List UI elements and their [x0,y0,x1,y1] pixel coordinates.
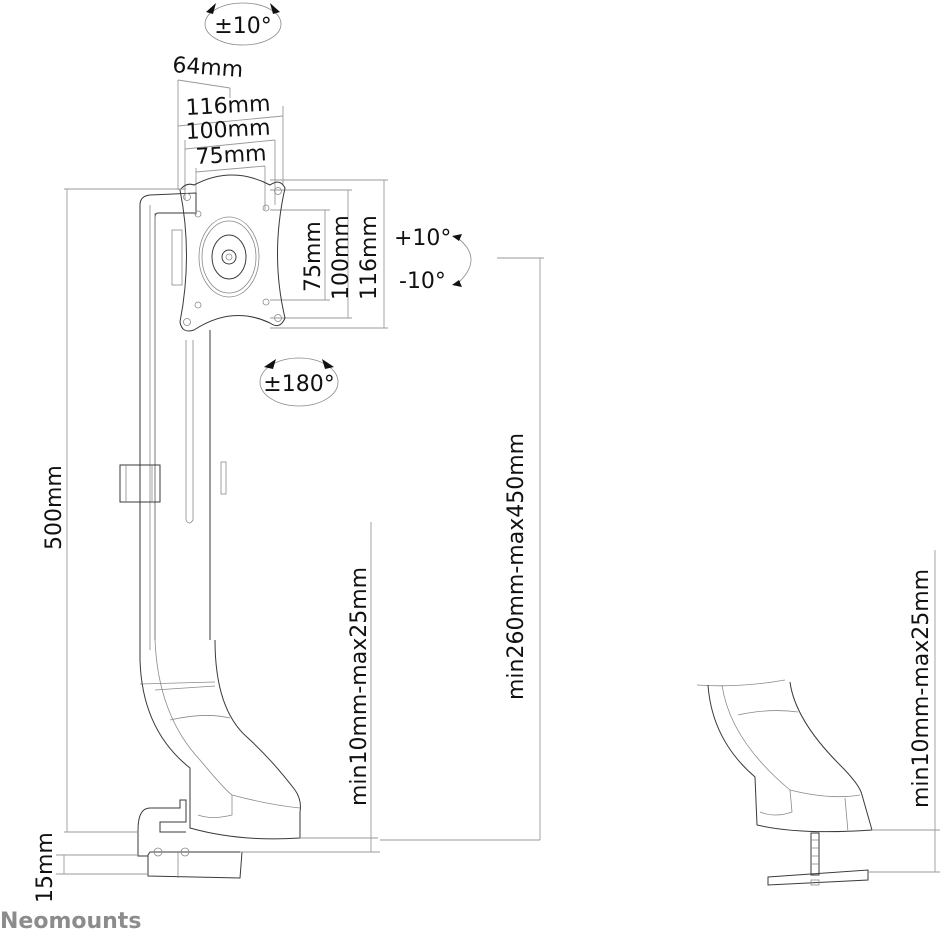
vesa-height-100-label: 100mm [329,215,354,300]
grommet-mount [696,679,873,886]
tilt-top-label: ±10° [214,14,271,39]
vesa-plate [171,174,286,332]
tilt-side-indicator: +10° -10° [394,226,472,294]
pole-height-label: 500mm [42,465,67,550]
pole-height-dimension: 500mm [42,188,186,833]
height-range-label: min260mm-max450mm [504,433,529,700]
width-dimensions: 64mm 116mm 100mm 75mm [172,53,284,215]
desk-thickness-right-label: min10mm-max25mm [909,569,934,808]
arrow-icon [264,359,276,369]
arrow-icon [452,234,462,241]
mount-pole [119,192,301,879]
brand-logo: Neomounts [0,909,141,932]
tilt-plus-label: +10° [394,226,451,251]
arrow-icon [452,280,462,287]
height-range-dimension: min260mm-max450mm [380,257,544,841]
clamp-gap-label: 15mm [33,832,58,903]
vesa-width-116-label: 116mm [185,92,271,121]
clamp-gap-dimension: 15mm [33,832,148,903]
rotate-indicator: ±180° [259,357,339,407]
tilt-minus-label: -10° [399,269,446,294]
arrow-icon [206,3,216,14]
tilt-top-indicator: ±10° [204,2,282,46]
offset-label: 64mm [172,53,244,83]
vesa-width-75-label: 75mm [195,141,267,170]
vesa-height-116-label: 116mm [357,215,382,300]
vesa-width-100-label: 100mm [185,116,271,145]
desk-thickness-left-dimension: min10mm-max25mm [240,522,380,853]
desk-thickness-right-dimension: min10mm-max25mm [868,550,940,873]
rotate-label: ±180° [263,372,334,397]
vesa-height-75-label: 75mm [301,221,326,292]
desk-thickness-left-label: min10mm-max25mm [347,567,372,806]
height-dimensions: 75mm 100mm 116mm [270,179,388,329]
arrow-icon [322,359,334,369]
arrow-icon [270,3,280,14]
